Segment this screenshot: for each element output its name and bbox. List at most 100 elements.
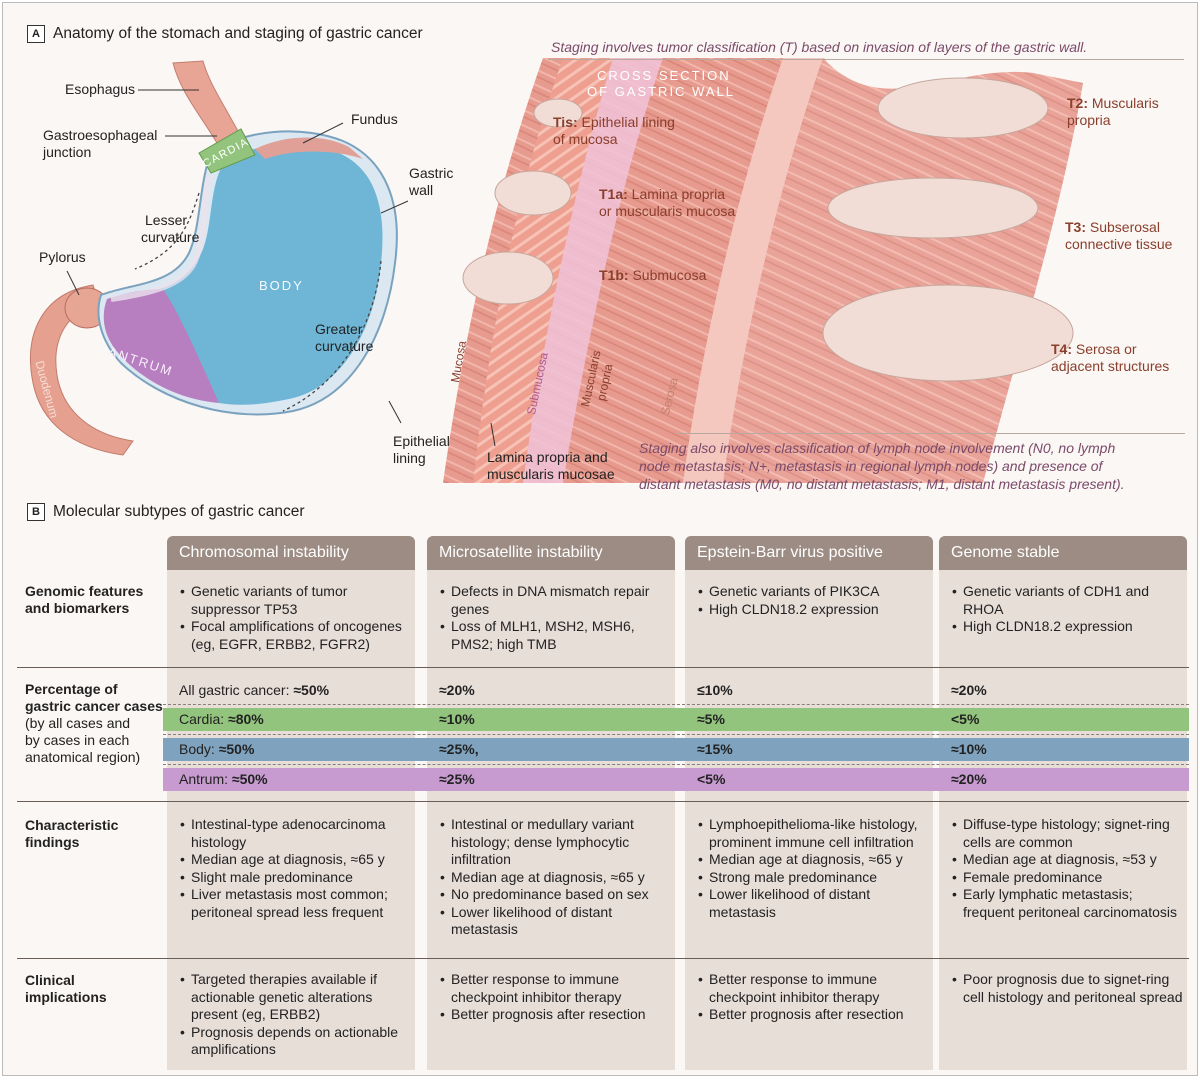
pct-all-msi: ≈20%	[439, 682, 475, 698]
list-item: Better prognosis after resection	[440, 1006, 671, 1024]
list-item: High CLDN18.2 expression	[698, 601, 929, 619]
band-antrum	[163, 768, 1189, 791]
label-gastric-wall-1: Gastric	[409, 165, 454, 181]
pct-body-msi: ≈25%,	[439, 741, 479, 757]
stage-t1a: T1a: Lamina propria	[599, 186, 726, 202]
stomach-drawing	[30, 60, 409, 456]
column-header-ebv: Epstein-Barr virus positive	[685, 536, 933, 570]
cell-clinical-cin: Targeted therapies available if actionab…	[179, 971, 411, 1059]
list-item: Prognosis depends on actionable amplific…	[180, 1024, 411, 1059]
cell-clinical-gs: Poor prognosis due to signet-ring cell h…	[951, 971, 1183, 1006]
cross-section-title-1: CROSS SECTION	[597, 68, 731, 83]
list-item: Better response to immune checkpoint inh…	[440, 971, 671, 1006]
list-item: Intestinal-type adenocarcinoma histology	[180, 816, 411, 851]
panel-a-header: A Anatomy of the stomach and staging of …	[27, 25, 423, 43]
staging-note-bottom-1: Staging also involves classification of …	[639, 440, 1116, 456]
stage-t1a-2: or muscularis mucosa	[599, 203, 736, 219]
label-lesser-curvature-1: Lesser	[145, 212, 188, 228]
row-divider	[17, 667, 1189, 668]
label-ge-junction-1: Gastroesophageal	[43, 127, 158, 143]
cell-findings-msi: Intestinal or medullary variant histolog…	[439, 816, 671, 939]
list-item: Genetic variants of tumor suppressor TP5…	[180, 583, 411, 618]
row-label-genomic: Genomic features and biomarkers	[25, 583, 144, 616]
list-item: Slight male predominance	[180, 869, 411, 887]
list-item: No predominance based on sex	[440, 886, 671, 904]
label-body: BODY	[259, 278, 304, 293]
column-header-cin: Chromosomal instability	[167, 536, 415, 570]
label-greater-curvature-2: curvature	[315, 338, 374, 354]
list-item: Liver metastasis most common; peritoneal…	[180, 886, 411, 921]
label-pylorus: Pylorus	[39, 249, 86, 265]
staging-note-bottom-2: node metastasis; N+, metastasis in regio…	[639, 458, 1103, 474]
label-epithelial-1: Epithelial	[393, 433, 450, 449]
cell-genomic-msi: Defects in DNA mismatch repair genes Los…	[439, 583, 671, 653]
list-item: High CLDN18.2 expression	[952, 618, 1183, 636]
list-item: Genetic variants of CDH1 and RHOA	[952, 583, 1183, 618]
cross-section-title-2: OF GASTRIC WALL	[587, 84, 735, 99]
pct-antrum-ebv: <5%	[697, 771, 726, 787]
label-gastric-wall-2: wall	[409, 182, 434, 198]
pct-all-cin: All gastric cancer: ≈50%	[179, 682, 330, 698]
label-lamina-2: muscularis mucosae	[487, 466, 615, 482]
cell-findings-cin: Intestinal-type adenocarcinoma histology…	[179, 816, 411, 921]
list-item: Better prognosis after resection	[698, 1006, 929, 1024]
top-note-rule	[548, 59, 1184, 60]
list-item: Median age at diagnosis, ≈65 y	[440, 869, 671, 887]
list-item: Early lymphatic metastasis; frequent per…	[952, 886, 1183, 921]
dash-divider	[163, 734, 1189, 735]
list-item: Lymphoepithelioma-like histology, promin…	[698, 816, 929, 851]
cell-genomic-gs: Genetic variants of CDH1 and RHOA High C…	[951, 583, 1183, 636]
staging-note-bottom-3: distant metastasis (M0, no distant metas…	[639, 476, 1125, 492]
row-divider	[17, 958, 1189, 959]
row-label-findings: Characteristic findings	[25, 817, 119, 850]
stage-t4-2: adjacent structures	[1051, 358, 1170, 374]
label-greater-curvature-1: Greater	[315, 321, 363, 337]
cell-genomic-ebv: Genetic variants of PIK3CA High CLDN18.2…	[697, 583, 929, 618]
stage-t2: T2: Muscularis	[1067, 95, 1159, 111]
stage-tis-2: of mucosa	[553, 131, 618, 147]
bottom-note-rule	[675, 433, 1185, 434]
cell-clinical-msi: Better response to immune checkpoint inh…	[439, 971, 671, 1024]
pct-body-cin: Body: ≈50%	[179, 741, 255, 757]
pct-antrum-msi: ≈25%	[439, 771, 475, 787]
staging-note-top: Staging involves tumor classification (T…	[551, 39, 1088, 55]
list-item: Better response to immune checkpoint inh…	[698, 971, 929, 1006]
stage-tis: Tis: Epithelial lining	[553, 114, 675, 130]
panel-b-title: Molecular subtypes of gastric cancer	[53, 503, 305, 520]
panel-a-badge: A	[27, 25, 45, 43]
column-header-gs: Genome stable	[939, 536, 1187, 570]
list-item: Median age at diagnosis, ≈53 y	[952, 851, 1183, 869]
list-item: Targeted therapies available if actionab…	[180, 971, 411, 1024]
cell-findings-ebv: Lymphoepithelioma-like histology, promin…	[697, 816, 929, 921]
label-fundus: Fundus	[351, 111, 398, 127]
stage-t3: T3: Subserosal	[1065, 219, 1160, 235]
row-divider	[17, 801, 1189, 802]
cross-section-drawing	[388, 58, 1083, 483]
panel-a-title: Anatomy of the stomach and staging of ga…	[53, 25, 423, 42]
list-item: Median age at diagnosis, ≈65 y	[698, 851, 929, 869]
list-item: Defects in DNA mismatch repair genes	[440, 583, 671, 618]
label-epithelial-2: lining	[393, 450, 426, 466]
list-item: Genetic variants of PIK3CA	[698, 583, 929, 601]
stage-t2-2: propria	[1067, 112, 1111, 128]
panel-b-badge: B	[27, 503, 45, 521]
row-label-clinical: Clinical implications	[25, 972, 107, 1005]
list-item: Diffuse-type histology; signet-ring cell…	[952, 816, 1183, 851]
panel-b-header: B Molecular subtypes of gastric cancer	[27, 503, 305, 521]
dash-divider	[163, 704, 1189, 705]
list-item: Lower likelihood of distant metastasis	[698, 886, 929, 921]
pct-cardia-msi: ≈10%	[439, 711, 475, 727]
stomach-illustration	[30, 58, 1083, 483]
pct-all-gs: ≈20%	[951, 682, 987, 698]
list-item: Median age at diagnosis, ≈65 y	[180, 851, 411, 869]
pct-cardia-ebv: ≈5%	[697, 711, 725, 727]
pct-cardia-cin: Cardia: ≈80%	[179, 711, 264, 727]
dash-divider	[163, 764, 1189, 765]
list-item: Lower likelihood of distant metastasis	[440, 904, 671, 939]
label-ge-junction-2: junction	[43, 144, 92, 160]
label-esophagus: Esophagus	[65, 81, 136, 97]
list-item: Poor prognosis due to signet-ring cell h…	[952, 971, 1183, 1006]
pct-body-gs: ≈10%	[951, 741, 987, 757]
band-body	[163, 738, 1189, 761]
